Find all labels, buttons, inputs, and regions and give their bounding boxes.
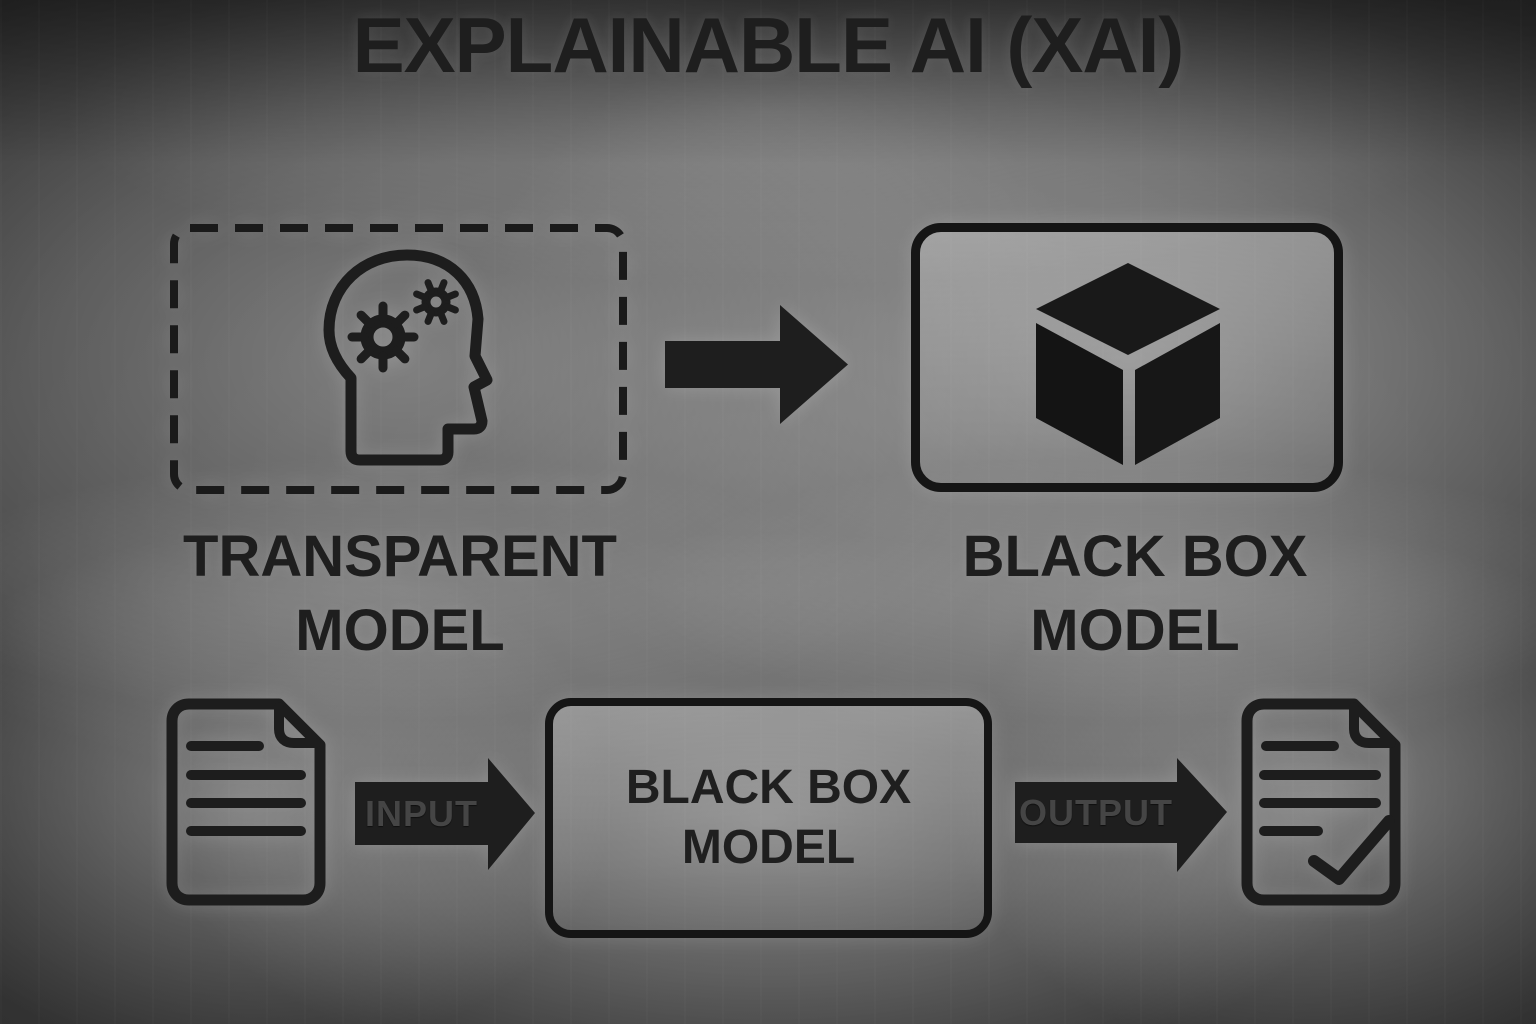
output-arrow-label: OUTPUT xyxy=(1019,791,1173,833)
input-arrow-label: INPUT xyxy=(365,792,478,834)
process-black-box: BLACK BOX MODEL xyxy=(545,698,992,938)
process-box-label: BLACK BOX MODEL xyxy=(625,761,912,874)
transparent-model-box xyxy=(170,224,627,494)
page-title: EXPLAINABLE AI (XAI) xyxy=(352,1,1185,89)
black-cube-icon xyxy=(1036,263,1220,465)
transparent-model-label: TRANSPARENT MODEL xyxy=(183,524,617,663)
head-with-gears-icon xyxy=(323,249,493,466)
input-arrow-icon xyxy=(355,758,535,870)
right-arrow-icon xyxy=(665,305,848,424)
black-box-model-box xyxy=(911,223,1343,492)
black-box-model-label: BLACK BOX MODEL xyxy=(962,524,1308,663)
document-lines-icon xyxy=(166,698,326,906)
output-arrow-icon xyxy=(1015,758,1227,872)
document-check-icon xyxy=(1241,698,1401,906)
